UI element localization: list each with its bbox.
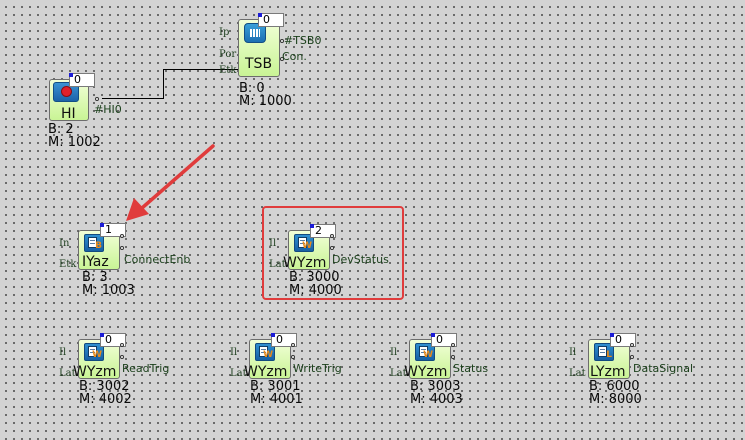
- pin-label: Il: [390, 347, 398, 358]
- block-m-value: M: 1000: [239, 94, 292, 109]
- pin-label: Lat: [59, 368, 76, 379]
- output-tag-label: #TSB0: [284, 34, 322, 47]
- pin-label: In: [59, 238, 70, 249]
- lyzm-datasignal-block[interactable]: L 0 LYzm Il Lat DataSignal B: 6000 M: 80…: [568, 333, 718, 413]
- block-b-value: B: 3002: [79, 379, 130, 394]
- block-m-value: M: 4002: [79, 392, 132, 407]
- pin-label: Il: [569, 347, 577, 358]
- pin-label: Lat: [269, 259, 286, 270]
- block-name: HI: [61, 106, 76, 122]
- output-port[interactable]: [120, 234, 124, 238]
- highlight-box: [262, 206, 404, 300]
- document-icon: B: [84, 234, 104, 252]
- output-label: ConnectEnb: [124, 253, 191, 266]
- wyzm-devstatus-block[interactable]: W 2 WYzm Il Lat DevStatus B: 3000 M: 400…: [268, 224, 408, 300]
- output-port[interactable]: [630, 355, 634, 359]
- connection-wire: [163, 69, 164, 99]
- pin-label: Il: [269, 238, 277, 249]
- block-b-value: B: 2: [48, 122, 74, 137]
- block-b-value: B: 0: [239, 81, 265, 96]
- block-counter[interactable]: 1: [100, 223, 126, 237]
- block-m-value: M: 1003: [82, 283, 135, 298]
- block-name: LYzm: [590, 364, 626, 380]
- block-name: WYzm: [404, 364, 448, 380]
- connection-wire: [102, 98, 164, 99]
- wyzm-readtrig-block[interactable]: W 0 WYzm Il Lat ReadTrig B: 3002 M: 4002: [58, 333, 198, 413]
- pin-label: Lat: [390, 368, 407, 379]
- hi-block[interactable]: 0 HI #HI0 B: 2 M: 1002: [47, 73, 127, 151]
- block-b-value: B: 3001: [250, 379, 301, 394]
- output-port[interactable]: [120, 343, 124, 347]
- output-tag-label: #HI0: [94, 103, 122, 116]
- block-m-value: M: 4003: [410, 392, 463, 407]
- output-port[interactable]: [330, 234, 334, 238]
- output-port[interactable]: [95, 97, 99, 101]
- document-icon: L: [594, 343, 614, 361]
- block-name: WYzm: [283, 255, 327, 271]
- output-label: Con.: [282, 50, 307, 63]
- red-indicator-icon: [53, 82, 79, 102]
- block-b-value: B: 3000: [289, 270, 340, 285]
- document-icon: W: [294, 234, 314, 252]
- iyaz-block[interactable]: B 1 IYaz In Etk ConnectEnb B: 3 M: 1003: [58, 222, 208, 302]
- output-port[interactable]: [451, 355, 455, 359]
- pin-label: Il: [59, 347, 67, 358]
- pin-label: Etk: [59, 259, 77, 270]
- output-port[interactable]: [330, 246, 334, 250]
- pin-label: Lat: [569, 368, 586, 379]
- block-name: WYzm: [244, 364, 288, 380]
- output-port[interactable]: [280, 57, 284, 61]
- output-label: DevStatus: [332, 253, 389, 266]
- output-label: Status: [453, 362, 489, 375]
- network-card-icon: [244, 23, 266, 43]
- block-m-value: M: 4000: [289, 283, 342, 298]
- output-port[interactable]: [120, 355, 124, 359]
- pin-label: Por: [219, 49, 237, 60]
- block-counter[interactable]: 0: [100, 333, 126, 347]
- output-port[interactable]: [630, 343, 634, 347]
- pin-label: Lat: [230, 368, 247, 379]
- output-port[interactable]: [120, 246, 124, 250]
- block-b-value: B: 3003: [410, 379, 461, 394]
- output-port[interactable]: [451, 343, 455, 347]
- output-label: WriteTrig: [293, 362, 342, 375]
- block-counter[interactable]: 0: [610, 333, 636, 347]
- block-name: IYaz: [82, 254, 109, 270]
- output-label: DataSignal: [633, 362, 694, 375]
- block-m-value: M: 1002: [48, 135, 101, 150]
- output-label: ReadTrig: [122, 362, 170, 375]
- pin-label: Ip: [219, 27, 230, 38]
- output-port[interactable]: [280, 39, 284, 43]
- block-m-value: M: 4001: [250, 392, 303, 407]
- block-name: TSB: [245, 56, 273, 72]
- block-name: WYzm: [73, 364, 117, 380]
- output-port[interactable]: [291, 343, 295, 347]
- block-b-value: B: 6000: [589, 379, 640, 394]
- wyzm-status-block[interactable]: W 0 WYzm Il Lat Status B: 3003 M: 4003: [389, 333, 529, 413]
- block-b-value: B: 3: [82, 270, 108, 285]
- output-port[interactable]: [291, 355, 295, 359]
- block-counter[interactable]: 2: [310, 224, 336, 238]
- block-counter[interactable]: 0: [258, 13, 284, 27]
- pin-label: Il: [230, 347, 238, 358]
- pin-label: Etk: [219, 65, 237, 76]
- document-icon: W: [255, 343, 275, 361]
- document-icon: W: [84, 343, 104, 361]
- block-counter[interactable]: 0: [69, 73, 95, 87]
- block-counter[interactable]: 0: [431, 333, 457, 347]
- block-counter[interactable]: 0: [271, 333, 297, 347]
- connection-wire: [163, 69, 238, 70]
- wyzm-writetrig-block[interactable]: W 0 WYzm Il Lat WriteTrig B: 3001 M: 400…: [229, 333, 369, 413]
- block-m-value: M: 8000: [589, 392, 642, 407]
- document-icon: W: [415, 343, 435, 361]
- tsb-block[interactable]: 0 TSB Ip Por Etk #TSB0 Con. B: 0 M: 1000: [218, 13, 328, 109]
